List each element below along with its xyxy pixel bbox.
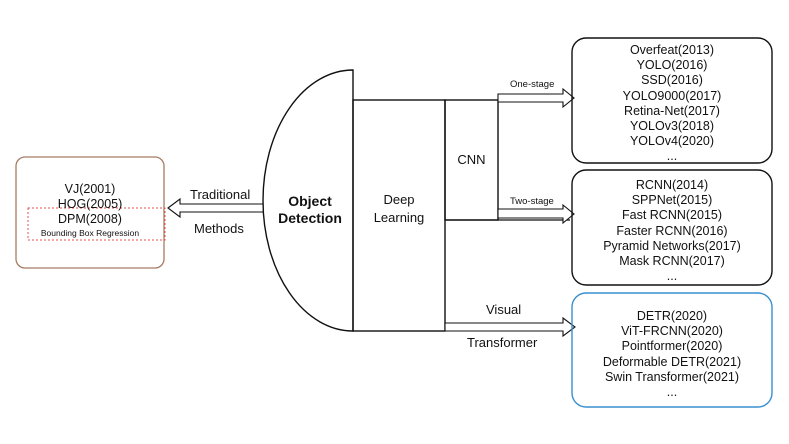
list-item: ... (666, 149, 678, 164)
list-item: Retina-Net(2017) (624, 103, 720, 118)
transformer-label: Transformer (467, 335, 538, 350)
one-stage-list: Overfeat(2013) YOLO(2016) SSD(2016) YOLO… (572, 43, 772, 165)
traditional-list: VJ(2001) HOG(2005) DPM(2008) Bounding Bo… (16, 182, 164, 239)
list-item: SSD(2016) (641, 73, 703, 88)
list-item: Pyramid Networks(2017) (603, 238, 741, 253)
deep-line-2: Learning (373, 210, 425, 225)
object-detection-title: Object Detection (270, 193, 350, 227)
traditional-box (15, 156, 165, 269)
traditional-highlight-item: DPM(2008) (58, 212, 122, 227)
list-item: Overfeat(2013) (629, 43, 715, 57)
list-item: Deformable DETR(2021) (602, 354, 742, 369)
two-stage-label: Two-stage (510, 196, 554, 207)
traditional-item: HOG(2005) (57, 197, 123, 212)
two-stage-box (571, 169, 773, 286)
list-item: Fast RCNN(2015) (621, 208, 723, 223)
transformer-box (571, 292, 773, 408)
two-stage-list: RCNN(2014) SPPNet(2015) Fast RCNN(2015) … (572, 178, 772, 284)
one-stage-arrow (497, 87, 575, 109)
list-item: RCNN(2014) (635, 178, 709, 192)
methods-arrow-label: Methods (194, 221, 244, 236)
dpm-highlight-box (27, 207, 166, 241)
cnn-label: CNN (457, 152, 486, 167)
list-item: Pointformer(2020) (621, 339, 723, 354)
two-stage-arrow (497, 203, 575, 225)
deep-line-1: Deep (383, 192, 415, 207)
list-item: Swin Transformer(2021) (604, 369, 740, 384)
visual-transformer-arrow (444, 316, 576, 338)
traditional-arrow-label: Traditional (190, 187, 251, 202)
traditional-item: VJ(2001) (64, 182, 116, 196)
list-item: ... (666, 385, 678, 400)
list-item: SPPNet(2015) (631, 193, 713, 208)
list-item: ViT-FRCNN(2020) (621, 324, 723, 339)
list-item: YOLOv4(2020) (629, 134, 715, 149)
list-item: Faster RCNN(2016) (616, 223, 728, 238)
title-line-1: Object (288, 193, 332, 209)
list-item: YOLOv3(2018) (629, 119, 715, 134)
one-stage-label: One-stage (510, 79, 555, 90)
transformer-list: DETR(2020) ViT-FRCNN(2020) Pointformer(2… (572, 309, 772, 400)
list-item: DETR(2020) (636, 309, 708, 323)
traditional-highlight-sub: Bounding Box Regression (40, 227, 140, 238)
one-stage-box (571, 37, 773, 164)
title-line-2: Detection (278, 210, 342, 226)
object-detection-dome (262, 69, 354, 332)
deep-learning-label: Deep Learning (353, 191, 445, 227)
list-item: ... (666, 269, 678, 284)
list-item: YOLO9000(2017) (622, 88, 722, 103)
visual-label: Visual (486, 302, 522, 317)
list-item: Mask RCNN(2017) (619, 254, 725, 269)
list-item: YOLO(2016) (636, 58, 708, 73)
